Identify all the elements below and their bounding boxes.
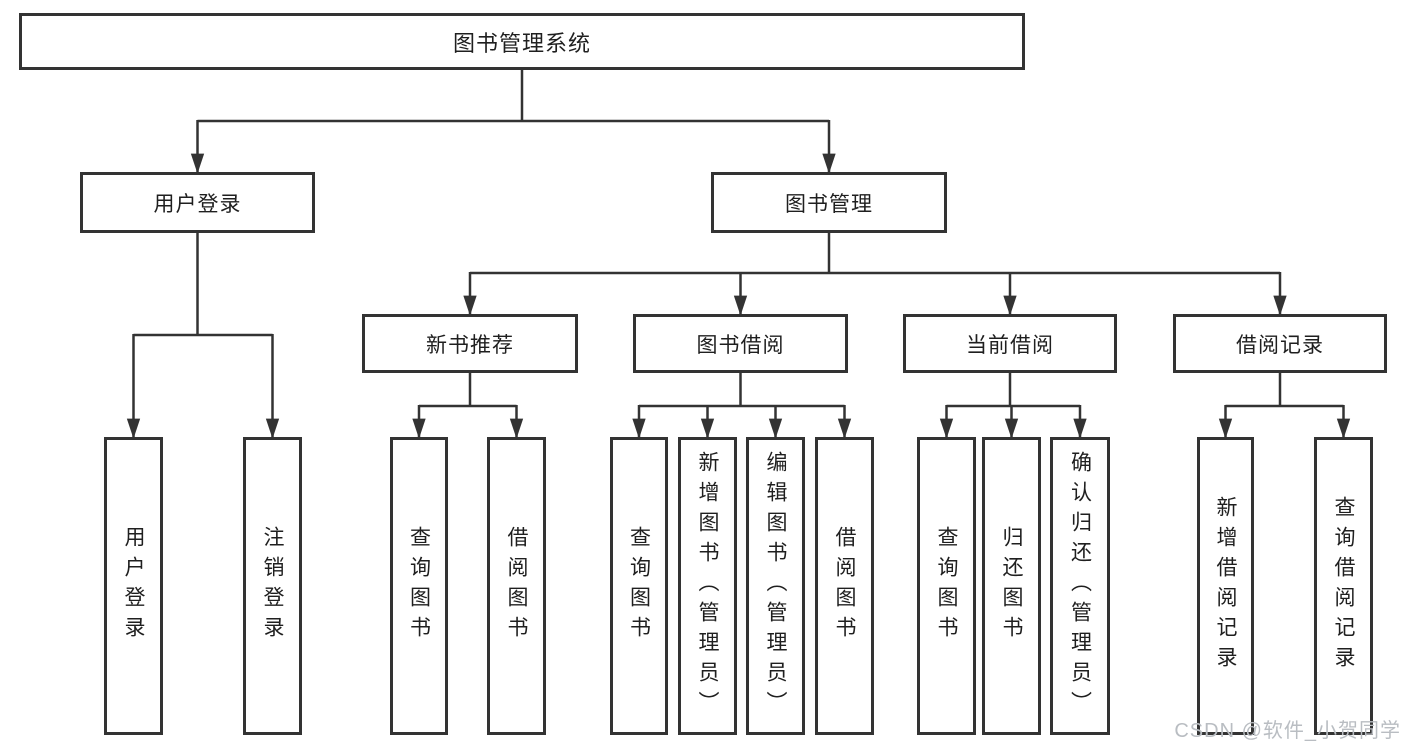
node-current-borrowing: 当前借阅: [903, 314, 1117, 373]
leaf-logout: 注销登录: [243, 437, 302, 735]
leaf-edit-books-admin: 编辑图书（管理员）: [746, 437, 805, 735]
node-library-management-system: 图书管理系统: [19, 13, 1025, 70]
connector-new-book-recommend-children: [412, 373, 524, 439]
leaf-add-books-admin: 新增图书（管理员）: [678, 437, 737, 735]
node-borrowing-records: 借阅记录: [1173, 314, 1387, 373]
leaf-query-borrow-record: 查询借阅记录: [1314, 437, 1373, 735]
connector-book-management-children: [463, 233, 1287, 316]
leaf-borrow-books: 借阅图书: [815, 437, 874, 735]
csdn-watermark: CSDN @软件_小贺同学: [1174, 720, 1401, 742]
leaf-user-login: 用户登录: [104, 437, 163, 735]
leaf-query-books-current: 查询图书: [917, 437, 976, 735]
leaf-confirm-return-admin: 确认归还（管理员）: [1050, 437, 1110, 735]
node-user-login: 用户登录: [80, 172, 315, 233]
leaf-return-books: 归还图书: [982, 437, 1041, 735]
leaf-query-books-recommend: 查询图书: [390, 437, 448, 735]
connector-root-to-level2: [190, 70, 836, 174]
node-new-book-recommend: 新书推荐: [362, 314, 578, 373]
leaf-query-books-borrowing: 查询图书: [610, 437, 668, 735]
leaf-borrow-books-recommend: 借阅图书: [487, 437, 546, 735]
node-book-management: 图书管理: [711, 172, 947, 233]
connector-current-borrowing-children: [939, 373, 1087, 439]
leaf-add-borrow-record: 新增借阅记录: [1197, 437, 1254, 735]
node-book-borrowing: 图书借阅: [633, 314, 848, 373]
connector-book-borrowing-children: [632, 373, 852, 439]
connector-borrowing-records-children: [1218, 373, 1351, 439]
connector-user-login-children: [126, 233, 280, 439]
